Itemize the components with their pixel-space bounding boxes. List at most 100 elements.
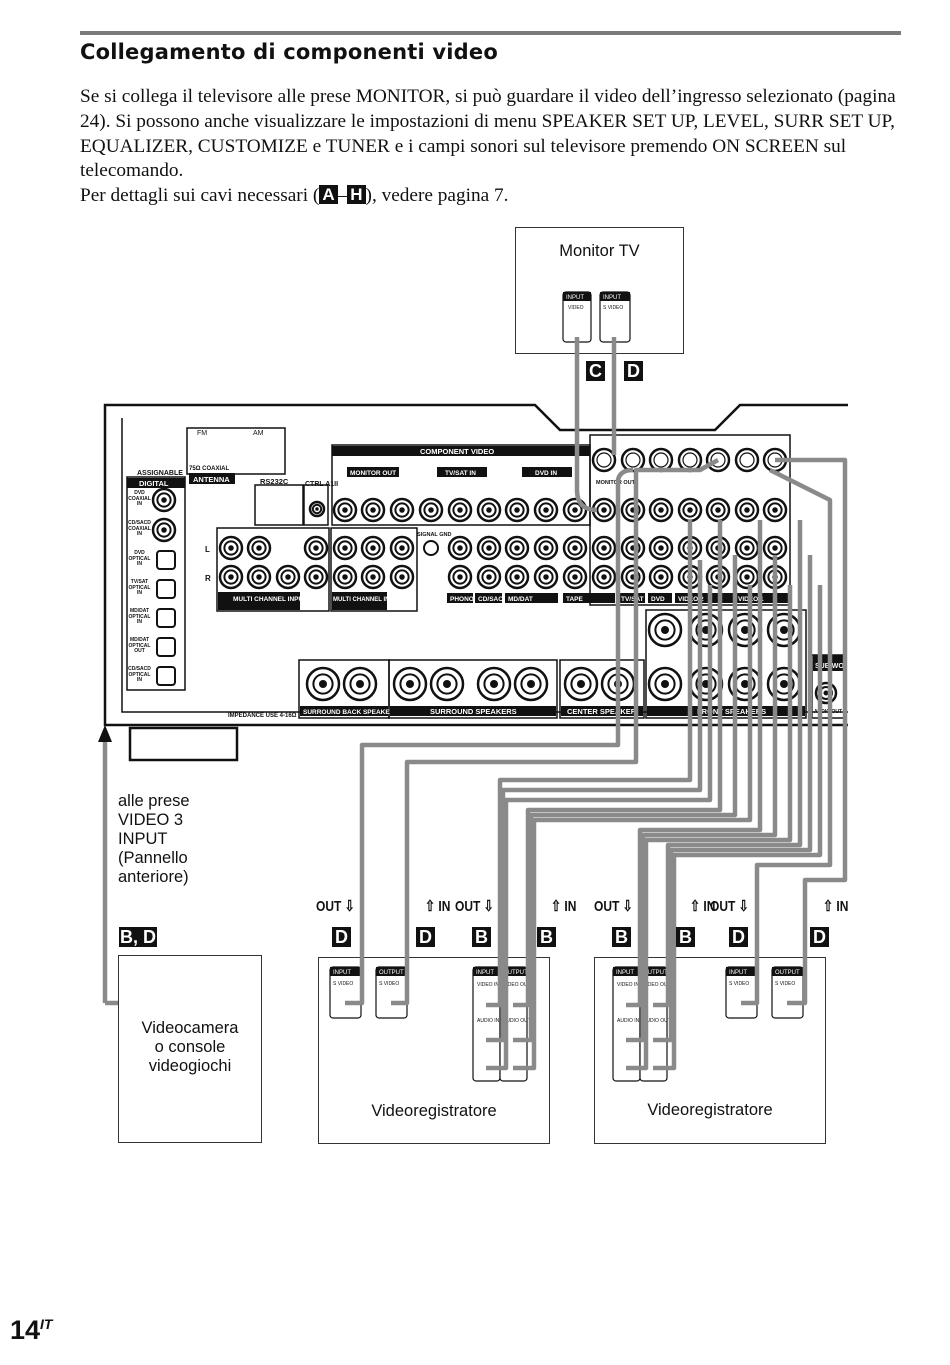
video-jack — [705, 497, 731, 523]
cable — [626, 520, 763, 1008]
signal-direction-label: OUT ⇩ — [710, 898, 749, 915]
cable-letter-a: A — [319, 185, 338, 205]
s-video-jack — [591, 447, 617, 473]
cable-letter-tag: B — [472, 927, 491, 947]
component-video-jack — [332, 497, 358, 523]
video-jack — [648, 497, 674, 523]
front-panel-note: alle prese VIDEO 3 INPUT (Pannello anter… — [118, 792, 190, 887]
cable — [486, 585, 713, 1071]
digital-input-label: CD/SACD OPTICAL IN — [128, 666, 151, 684]
speaker-label: SURROUND SPEAKERS — [430, 707, 517, 716]
component-video-jack — [533, 497, 559, 523]
audio-jack — [762, 535, 788, 561]
note-line: alle prese — [118, 792, 190, 810]
component-video-jack — [504, 497, 530, 523]
signal-direction-label: ⇧ IN — [425, 898, 451, 915]
multi-channel-jack — [360, 564, 386, 590]
jack-label: VIDEO OUT — [503, 982, 531, 988]
monitor-tv-box — [515, 227, 684, 354]
multi-channel-jack — [275, 564, 301, 590]
monitor-out-label: MONITOR OUT — [350, 470, 396, 477]
jack-label: S VIDEO — [729, 981, 749, 987]
panel-header: OUTPUT — [379, 970, 404, 976]
multi-channel-1-label: MULTI CHANNEL INPUT 1 — [333, 597, 407, 603]
multi-channel-jack — [246, 564, 272, 590]
audio-jack — [533, 564, 559, 590]
optical-jack — [156, 550, 176, 570]
rs232c-label: RS232C — [260, 477, 289, 486]
multi-channel-jack — [360, 535, 386, 561]
multi-channel-jack — [389, 535, 415, 561]
video-jack — [762, 497, 788, 523]
tv-sat-in-label: TV/SAT IN — [445, 470, 476, 477]
speaker-terminal — [429, 666, 465, 702]
digital-input-label: MD/DAT OPTICAL OUT — [128, 637, 151, 655]
multi-channel-jack — [218, 535, 244, 561]
dvd-in-label: DVD IN — [535, 470, 557, 477]
cable — [653, 555, 813, 1043]
note-line: VIDEO 3 — [118, 811, 184, 829]
speaker-label: CENTER SPEAKER — [567, 707, 637, 716]
panel-header: OUTPUT — [503, 970, 528, 976]
signal-direction-label: OUT ⇩ — [594, 898, 633, 915]
speaker-terminal — [342, 666, 378, 702]
audio-jack — [648, 535, 674, 561]
jack-label: S VIDEO — [333, 981, 353, 987]
jack-label: S VIDEO — [775, 981, 795, 987]
speaker-label: FRONT SPEAKERS — [697, 707, 766, 716]
component-video-jack — [360, 497, 386, 523]
audio-jack — [620, 535, 646, 561]
digital-input-label: TV/SAT OPTICAL IN — [128, 579, 151, 597]
component-video-jack — [389, 497, 415, 523]
ctrl-label: CTRL A1II — [305, 481, 338, 488]
panel-header: INPUT — [616, 970, 634, 976]
vcr-1-label: Videoregistratore — [371, 1102, 497, 1120]
jack-label: VIDEO OUT — [643, 982, 671, 988]
camera-line: o console — [154, 1038, 226, 1056]
cable-letter-tag: C — [586, 361, 605, 381]
component-video-jack — [447, 497, 473, 523]
cable — [741, 467, 833, 1006]
cable — [513, 585, 753, 1071]
subwoofer-jack — [303, 564, 329, 590]
audio-group-label: DVD — [651, 596, 665, 603]
jack-label: VIDEO IN — [617, 982, 639, 988]
audio-jack — [476, 564, 502, 590]
cable — [574, 337, 598, 513]
digital-input-label: DVD COAXIAL IN — [128, 490, 151, 508]
digital-label: DIGITAL — [139, 479, 169, 488]
ctrl-a1-jack — [308, 500, 326, 518]
center-jack — [303, 535, 329, 561]
component-video-jack — [476, 497, 502, 523]
audio-group-label: TV/SAT — [621, 596, 644, 603]
cable-letter-tag: D — [332, 927, 351, 947]
jack-label: S VIDEO — [379, 981, 399, 987]
am-label: AM — [253, 430, 264, 437]
jack-label: AUDIO OUT — [503, 1018, 531, 1024]
speaker-terminal — [513, 666, 549, 702]
speaker-label: SURROUND BACK SPEAKER — [303, 709, 395, 716]
multi-channel-jack — [389, 564, 415, 590]
panel-header: INPUT — [476, 970, 494, 976]
audio-group-label: PHONO — [450, 596, 474, 603]
coaxial-jack — [151, 487, 177, 513]
speaker-terminal — [305, 666, 341, 702]
signal-direction-label: OUT ⇩ — [316, 898, 355, 915]
page-number-value: 14 — [10, 1315, 41, 1345]
cable — [626, 555, 778, 1043]
video-jack — [734, 497, 760, 523]
paragraph-2: Per dettagli sui cavi necessari (A–H), v… — [80, 184, 910, 209]
audio-jack — [533, 535, 559, 561]
cable — [391, 458, 720, 1006]
cable-letter-h: H — [347, 185, 366, 205]
digital-input-label: MD/DAT OPTICAL IN — [128, 608, 151, 626]
cable-letter-tag: D — [624, 361, 643, 381]
cable — [775, 457, 848, 1006]
audio-jack — [734, 564, 760, 590]
digital-input-label: DVD OPTICAL IN — [128, 550, 151, 568]
fm-label: FM — [197, 430, 207, 437]
top-rule — [80, 31, 901, 35]
dash: – — [337, 185, 348, 207]
audio-jack — [591, 564, 617, 590]
